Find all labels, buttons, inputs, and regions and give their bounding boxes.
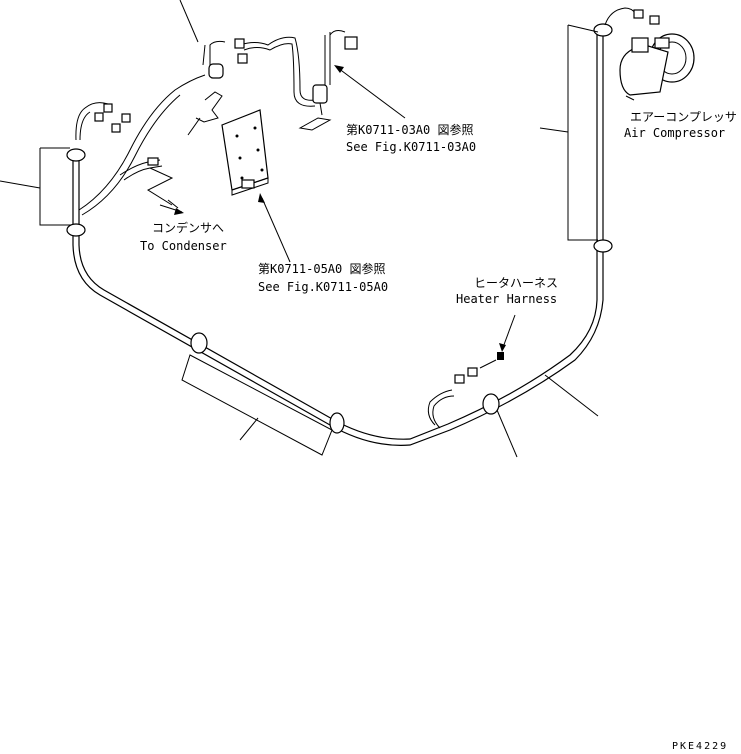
condenser-en-label: To Condenser [140,239,227,253]
bottom-bracket [181,354,333,456]
center-connectors [202,36,358,79]
right-bracket [539,24,599,241]
fig-03a0-en-label: See Fig.K0711-03A0 [346,140,476,154]
air-compressor [604,7,695,101]
compressor-jp-label: エアーコンプレッサ [630,110,737,124]
condenser-jp-label: コンデンサへ [152,220,224,235]
fig-05a0-jp-label: 第K0711-05A0 図参照 [258,261,385,276]
compressor-en-label: Air Compressor [624,126,725,140]
tube-clamps [66,23,613,434]
center-harness [209,30,346,131]
left-connectors [94,103,159,166]
drawing-code: PKE4229 [672,741,728,752]
left-bracket [0,147,80,226]
small-bracket [187,91,223,136]
main-harness-tube [72,30,604,446]
heater-en-label: Heater Harness [456,292,557,306]
fig-03a0-jp-label: 第K0711-03A0 図参照 [346,122,473,137]
control-box-plate [221,109,269,196]
fig-05a0-en-label: See Fig.K0711-05A0 [258,280,388,294]
leader-lines [159,0,599,458]
heater-jp-label: ヒータハーネス [474,276,558,290]
heater-branch [427,314,516,429]
left-upper-branch [75,74,206,216]
